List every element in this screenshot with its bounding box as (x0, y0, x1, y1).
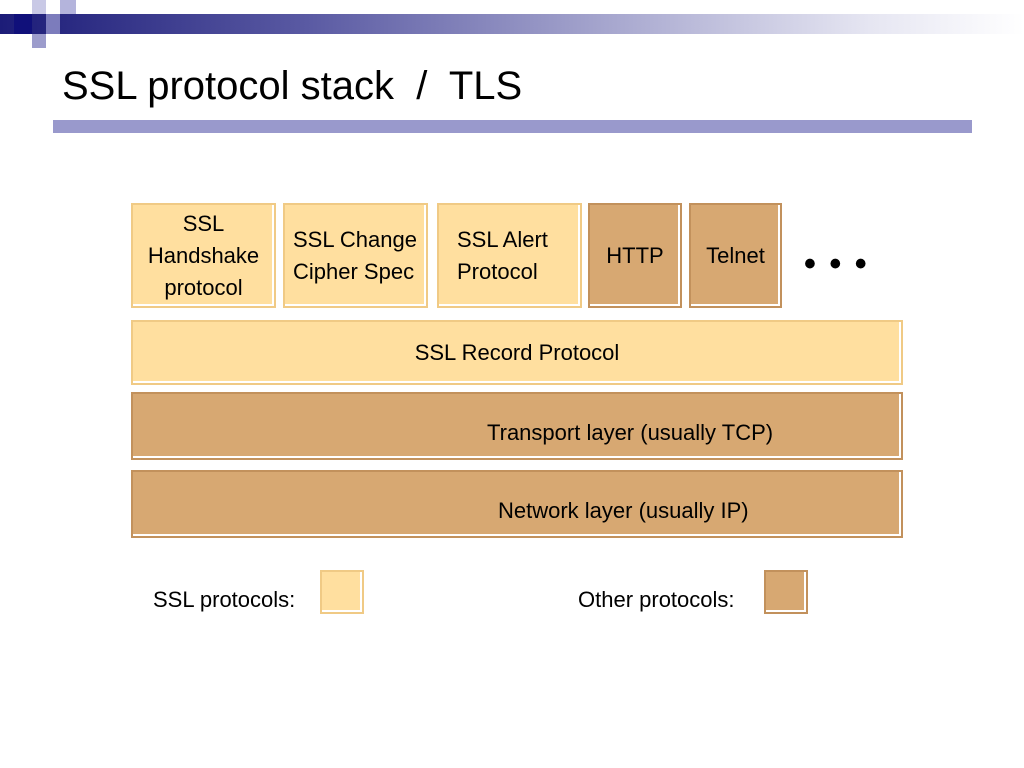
decorative-square (32, 34, 46, 48)
decorative-square (14, 14, 32, 34)
telnet-label: Telnet (706, 242, 765, 268)
decorative-square (60, 0, 76, 14)
ssl-handshake-box: SSL Handshake protocol (131, 203, 276, 308)
ssl-record-protocol-box: SSL Record Protocol (131, 320, 903, 385)
telnet-box: Telnet (689, 203, 782, 308)
ssl-record-protocol-label: SSL Record Protocol (414, 339, 620, 365)
http-label: HTTP (606, 242, 664, 268)
transport-layer-box: Transport layer (usually TCP) (131, 392, 903, 460)
http-box: HTTP (588, 203, 682, 308)
decorative-square (46, 0, 60, 14)
legend-ssl-swatch (320, 570, 364, 614)
ssl-alert-label: SSL Alert Protocol (457, 226, 548, 284)
decorative-square (32, 0, 46, 14)
ssl-change-cipher-spec-box: SSL Change Cipher Spec (283, 203, 428, 308)
transport-layer-label: Transport layer (usually TCP) (487, 420, 774, 445)
ssl-alert-box: SSL Alert Protocol (437, 203, 582, 308)
slide-title: SSL protocol stack / TLS (62, 64, 523, 108)
ssl-handshake-label: SSL Handshake protocol (147, 210, 260, 300)
header-gradient-band (0, 14, 1024, 34)
legend-other-label: Other protocols: (578, 587, 735, 612)
network-layer-label: Network layer (usually IP) (498, 498, 749, 523)
more-protocols-ellipsis: • • • (804, 245, 869, 283)
legend-ssl-label: SSL protocols: (153, 587, 296, 612)
decorative-square (46, 14, 60, 34)
ssl-change-cipher-spec-label: SSL Change Cipher Spec (293, 226, 417, 284)
legend-other-swatch (764, 570, 808, 614)
title-underline (53, 120, 972, 133)
network-layer-box: Network layer (usually IP) (131, 470, 903, 538)
